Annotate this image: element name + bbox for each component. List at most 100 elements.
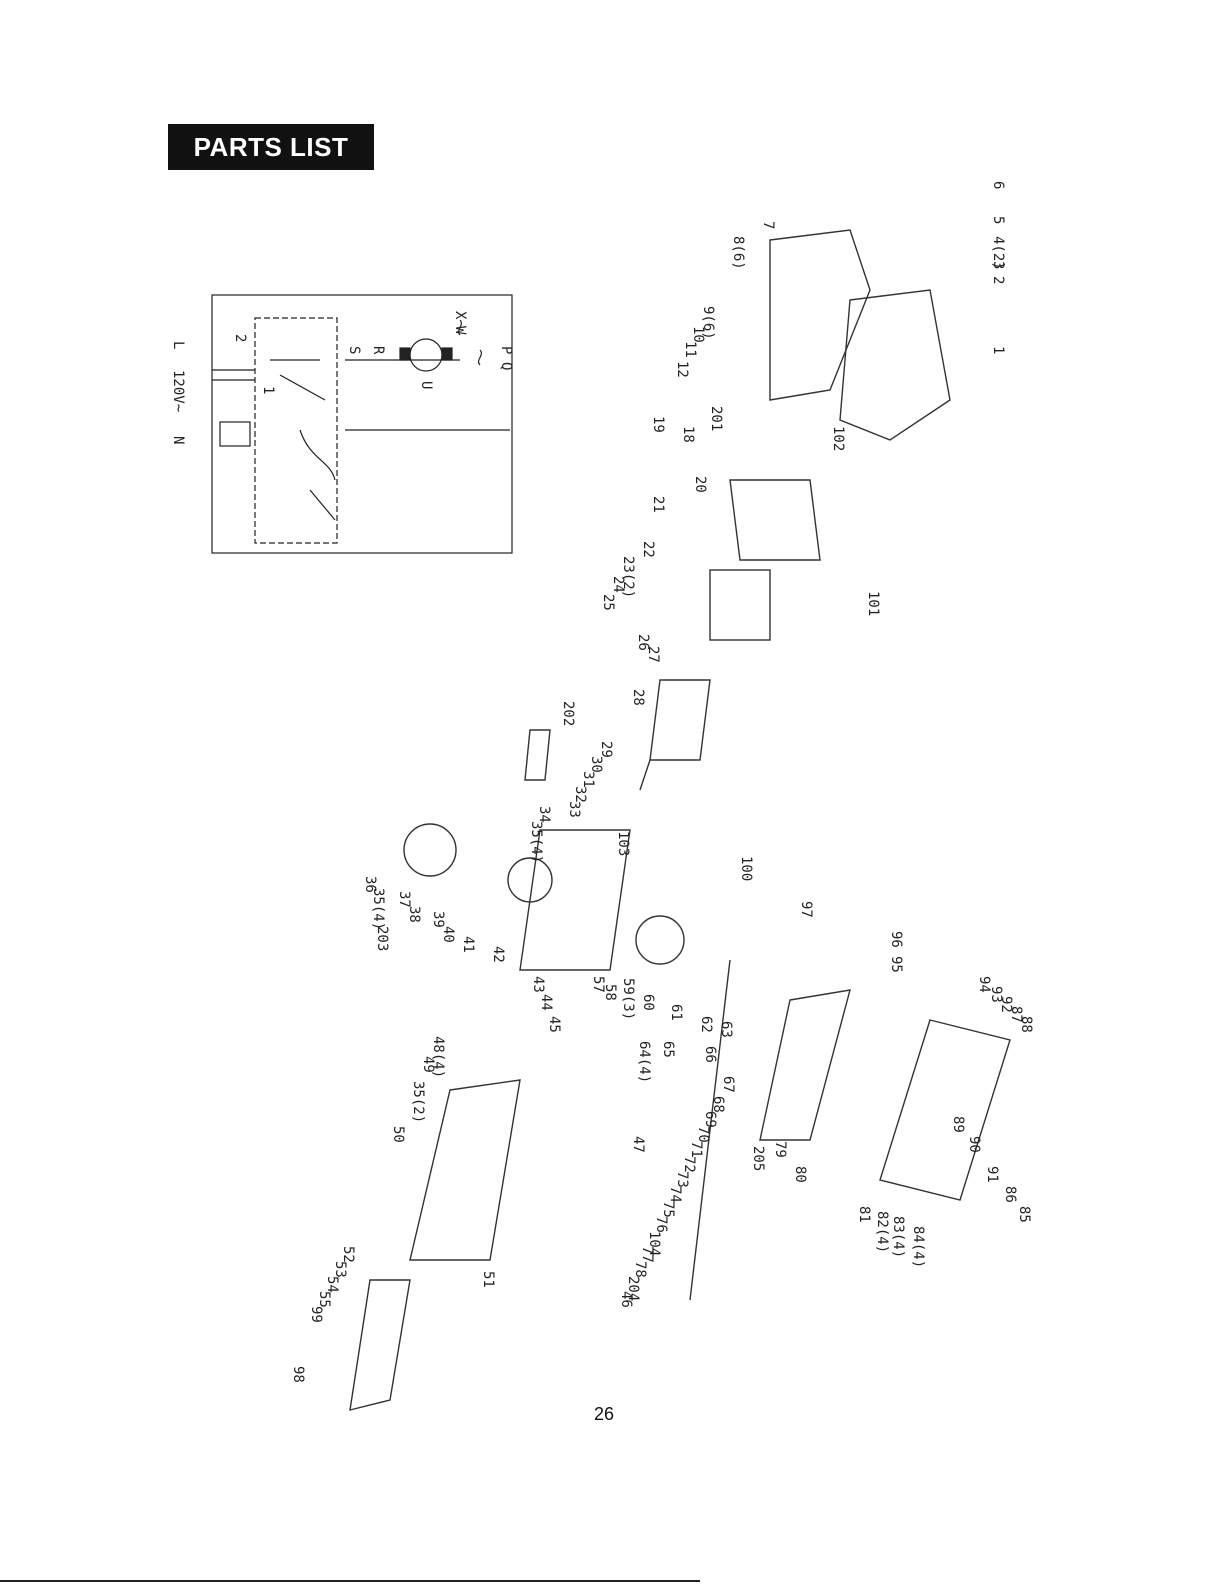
callout: 49 <box>420 1056 436 1073</box>
callout: 74 <box>667 1186 683 1203</box>
callout: 77 <box>639 1246 655 1263</box>
callout: 81 <box>856 1206 872 1223</box>
callout: 29 <box>598 741 614 758</box>
callout: 44 <box>538 994 554 1011</box>
callout: 92 <box>998 996 1014 1013</box>
callout: 26 <box>635 634 651 651</box>
callout: 72 <box>681 1156 697 1173</box>
callout: 47 <box>630 1136 646 1153</box>
motor-housing <box>729 479 821 561</box>
callout: 45 <box>546 1016 562 1033</box>
callout: 75 <box>660 1201 676 1218</box>
orbital-assembly <box>759 989 851 1141</box>
callout: 202 <box>560 701 576 726</box>
schematic-label-1: 1 <box>260 386 276 394</box>
schematic-label-x: X <box>452 311 468 320</box>
callout: 59(3) <box>620 978 636 1020</box>
wiring-schematic: L 120V~ N 1 2 S R X W U P Q <box>170 294 514 554</box>
callout: 24 <box>610 576 626 593</box>
callout: 52 <box>340 1246 356 1263</box>
callout: 85 <box>1016 1206 1032 1223</box>
crank-gear <box>635 915 685 965</box>
front-housing <box>409 1079 521 1261</box>
schematic-label-voltage: 120V~ <box>170 370 186 412</box>
callout: 4(2) <box>990 236 1006 270</box>
callout: 19 <box>650 416 666 433</box>
callout: 100 <box>738 856 754 881</box>
callout: 68 <box>710 1096 726 1113</box>
callout: 70 <box>695 1126 711 1143</box>
callout: 91 <box>984 1166 1000 1183</box>
schematic-label-l: L <box>170 341 186 349</box>
callout: 98 <box>290 1366 306 1383</box>
callout: 66 <box>702 1046 718 1063</box>
callout: 2 <box>990 276 1006 284</box>
callout: 34 <box>536 806 552 823</box>
callout: 48(4) <box>430 1036 446 1078</box>
callout: 53 <box>332 1261 348 1278</box>
callout: 78 <box>632 1261 648 1278</box>
callout: 35(2) <box>410 1081 426 1123</box>
callout: 21 <box>650 496 666 513</box>
schematic-label-u: U <box>418 381 434 389</box>
callout: 42 <box>490 946 506 963</box>
callout: 12 <box>674 361 690 378</box>
callout: 38 <box>406 906 422 923</box>
callout: 79 <box>772 1141 788 1158</box>
callout: 57 <box>590 976 606 993</box>
shoe <box>349 1279 411 1411</box>
callout: 104 <box>646 1231 662 1256</box>
callout: 205 <box>750 1146 766 1171</box>
callout: 87 <box>1008 1006 1024 1023</box>
callout: 23(2) <box>620 556 636 598</box>
callout: 6 <box>990 181 1006 189</box>
callout: 33 <box>566 801 582 818</box>
callout: 10 <box>690 326 706 343</box>
callout: 35(4) <box>528 821 544 863</box>
side-plate <box>879 1019 1011 1201</box>
large-gear <box>507 857 553 903</box>
callout: 36 <box>362 876 378 893</box>
callout: 3 <box>990 261 1006 269</box>
callout: 102 <box>830 426 846 451</box>
callout: 64(4) <box>636 1041 652 1083</box>
callout: 35(4) <box>370 888 386 930</box>
callout: 55 <box>316 1291 332 1308</box>
schematic-label-2: 2 <box>232 334 248 342</box>
callout: 5 <box>990 216 1006 224</box>
plunger-shaft <box>689 959 731 1301</box>
handle-housing-right <box>839 289 951 441</box>
schematic-label-n: N <box>170 436 186 444</box>
callout: 67 <box>720 1076 736 1093</box>
callout: 97 <box>798 901 814 918</box>
callout: 101 <box>865 591 881 616</box>
callout: 1 <box>990 346 1006 354</box>
callout: 82(4) <box>874 1211 890 1253</box>
callout: 7 <box>760 221 776 229</box>
callout: 51 <box>480 1271 496 1288</box>
callout: 96 <box>888 931 904 948</box>
callout: 90 <box>966 1136 982 1153</box>
callout: 39 <box>430 911 446 928</box>
page-number: 26 <box>594 1404 615 1424</box>
callout: 65 <box>660 1041 676 1058</box>
blade-clamp <box>524 729 551 781</box>
gear-housing <box>519 829 631 971</box>
callout: 30 <box>588 756 604 773</box>
callout: 22 <box>640 541 656 558</box>
callout: 103 <box>615 831 631 856</box>
callout: 89 <box>950 1116 966 1133</box>
callout: 61 <box>668 1004 684 1021</box>
bearing-cover <box>403 823 457 877</box>
armature <box>649 679 711 761</box>
callout: 28 <box>630 689 646 706</box>
stator <box>709 569 771 641</box>
callout: 84(4) <box>910 1226 926 1268</box>
page-title: PARTS LIST <box>168 124 374 170</box>
callout: 94 <box>976 976 992 993</box>
callout: 204 <box>625 1276 641 1301</box>
callout: 18 <box>680 426 696 443</box>
schematic-label-s: S <box>346 346 362 354</box>
callout: 69 <box>702 1111 718 1128</box>
callout: 201 <box>708 406 724 431</box>
